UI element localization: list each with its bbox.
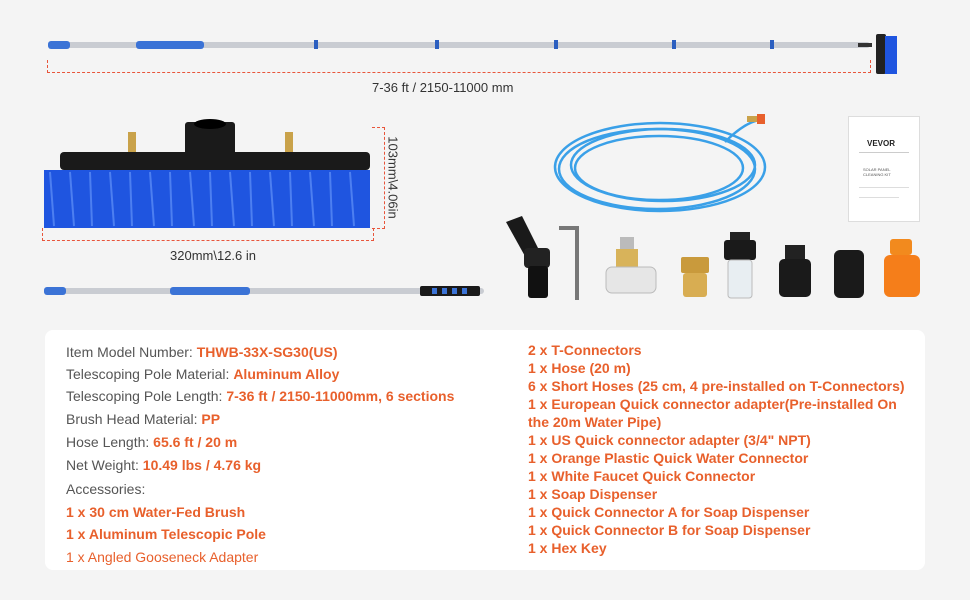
spec-pole-length: Telescoping Pole Length: 7-36 ft / 2150-… (66, 388, 455, 404)
extended-pole-image (48, 34, 897, 74)
accessory-pole: 1 x Aluminum Telescopic Pole (66, 526, 266, 542)
gooseneck-adapter-image (506, 216, 550, 298)
brush-width-label: 320mm\12.6 in (170, 248, 256, 263)
orange-connector-image (884, 239, 920, 297)
accessory-list-right: 2 x T-Connectors 1 x Hose (20 m) 6 x Sho… (528, 341, 913, 557)
list-item: 6 x Short Hoses (25 cm, 4 pre-installed … (528, 378, 905, 394)
spec-pole-material: Telescoping Pole Material: Aluminum Allo… (66, 366, 340, 382)
brush-height-label: 103mm\4.06in (385, 136, 401, 219)
hose-coil-image (553, 114, 767, 213)
pole-dimension-line (47, 60, 871, 73)
list-item: 1 x European Quick connector adapter(Pre… (528, 396, 897, 430)
list-item: 1 x White Faucet Quick Connector (528, 468, 756, 484)
spec-net-weight: Net Weight: 10.49 lbs / 4.76 kg (66, 457, 262, 473)
list-item: 1 x US Quick connector adapter (3/4" NPT… (528, 432, 811, 448)
spec-model: Item Model Number: THWB-33X-SG30(US) (66, 344, 338, 360)
collapsed-pole-image (44, 286, 484, 296)
list-item: 1 x Soap Dispenser (528, 486, 658, 502)
list-item: 2 x T-Connectors (528, 342, 642, 358)
us-quick-connector-image (681, 257, 709, 297)
quick-connector-b-image (834, 250, 864, 298)
list-item: 1 x Orange Plastic Quick Water Connector (528, 450, 809, 466)
quick-connector-a-image (779, 245, 811, 297)
hex-key-image (559, 226, 579, 300)
soap-dispenser-image (724, 232, 756, 299)
accessory-brush: 1 x 30 cm Water-Fed Brush (66, 504, 246, 520)
brush-height-dimension-line (372, 127, 385, 229)
list-item: 1 x Quick Connector B for Soap Dispenser (528, 522, 811, 538)
accessory-gooseneck: 1 x Angled Gooseneck Adapter (66, 549, 259, 565)
faucet-connector-image (605, 237, 657, 294)
spec-hose-length: Hose Length: 65.6 ft / 20 m (66, 434, 238, 450)
list-item: 1 x Hex Key (528, 540, 607, 556)
manual-brand: VEVOR (867, 139, 896, 148)
list-item: 1 x Hose (20 m) (528, 360, 631, 376)
manual-subtitle: SOLAR PANEL CLEANING KIT (863, 167, 891, 177)
accessories-heading: Accessories: (66, 481, 146, 497)
spec-brush-material: Brush Head Material: PP (66, 411, 221, 427)
manual-card: VEVOR SOLAR PANEL CLEANING KIT (848, 116, 920, 222)
list-item: 1 x Quick Connector A for Soap Dispenser (528, 504, 810, 520)
pole-length-label: 7-36 ft / 2150-11000 mm (372, 80, 514, 95)
spec-panel (45, 330, 925, 570)
brush-head-image (44, 119, 370, 228)
brush-width-dimension-line (42, 228, 374, 241)
